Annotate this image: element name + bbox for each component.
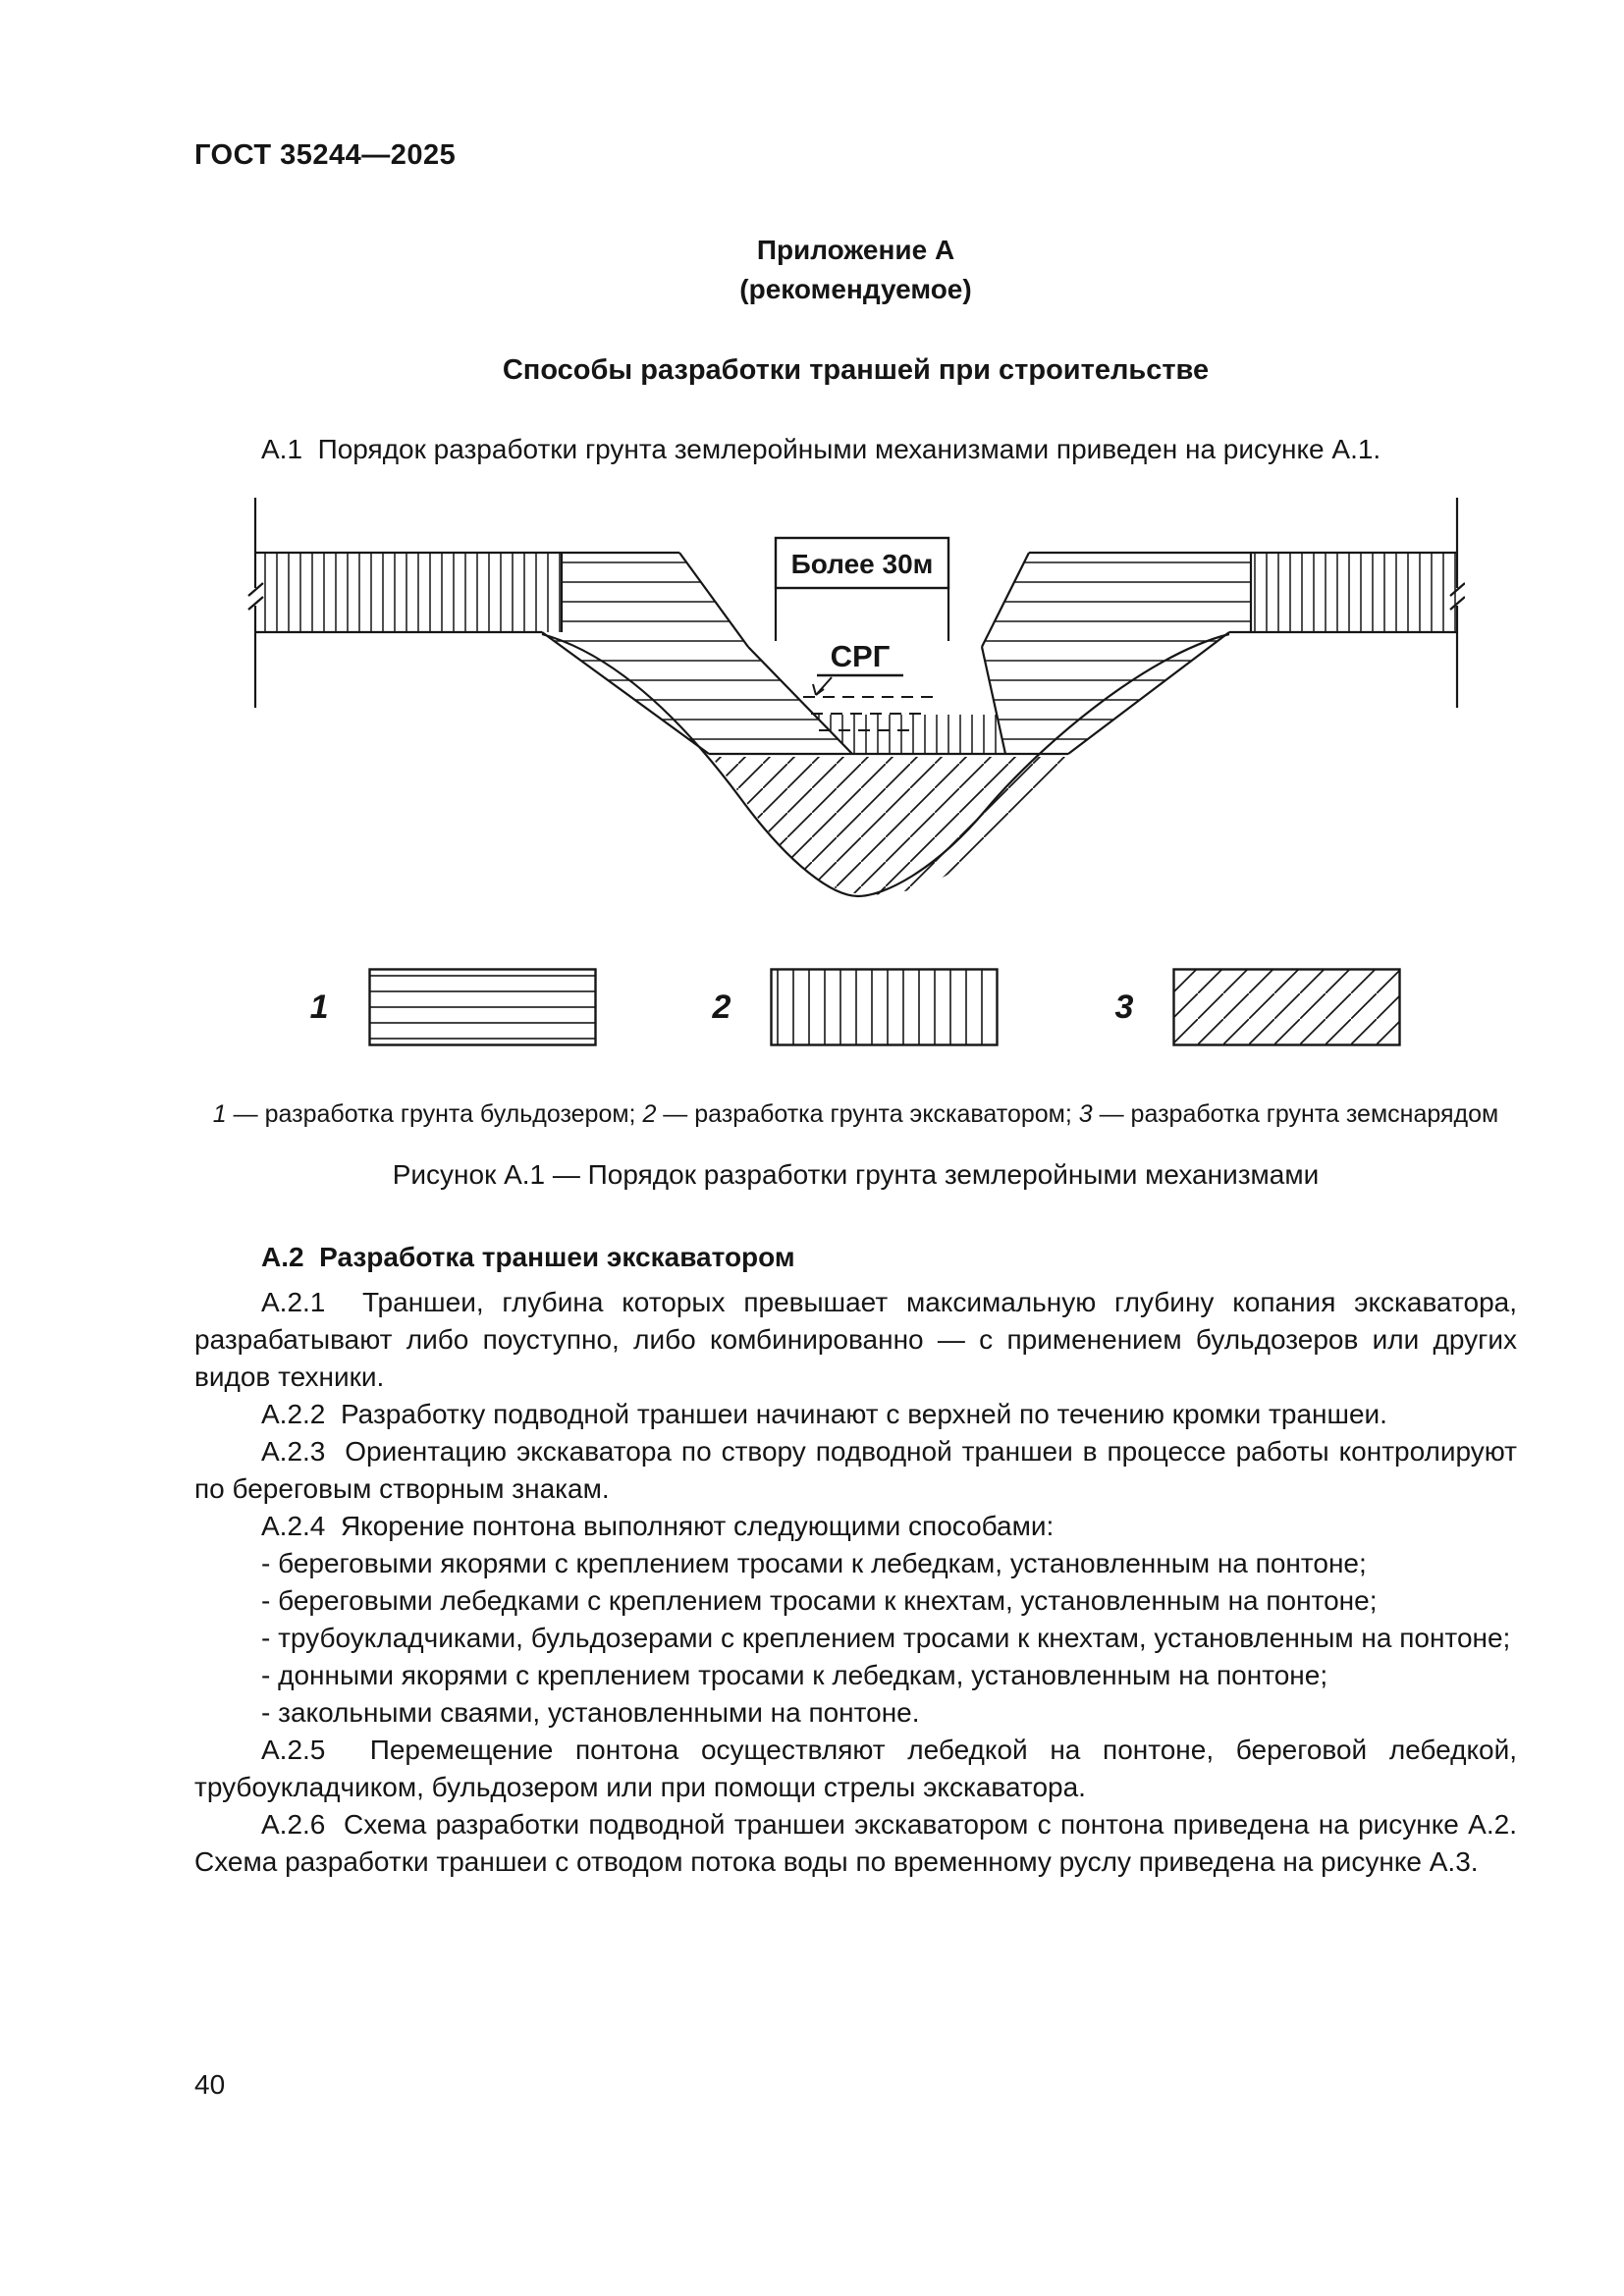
dimension-box: Более 30м bbox=[774, 536, 949, 590]
paragraph-a1: А.1 Порядок разработки грунта землеройны… bbox=[261, 434, 1381, 464]
list-item: - береговыми лебедками с креплением трос… bbox=[261, 1585, 1378, 1616]
paragraph-a2-2: А.2.2 Разработку подводной траншеи начин… bbox=[261, 1399, 1387, 1429]
excavator-zone-right bbox=[1250, 553, 1457, 632]
legend-item-dredger: 3 bbox=[1114, 968, 1402, 1046]
paragraph-a2-3: А.2.3 Ориентацию экскаватора по створу п… bbox=[194, 1436, 1517, 1504]
profile-lines bbox=[246, 498, 1465, 898]
bulldozer-zone-right bbox=[981, 553, 1251, 754]
dredger-zone bbox=[711, 757, 1065, 895]
list-item: - закольными сваями, установленными на п… bbox=[261, 1697, 920, 1728]
bulldozer-hatch-swatch bbox=[367, 968, 597, 1046]
excavator-zone-center bbox=[813, 715, 1005, 754]
srg-label: СРГ bbox=[830, 639, 890, 673]
srg-arrow bbox=[811, 676, 833, 696]
legend-caption-text-3: — разработка грунта земснарядом bbox=[1092, 1100, 1499, 1128]
legend-caption-text-2: — разработка грунта экскаватором; bbox=[656, 1100, 1079, 1128]
legend-caption-text-1: — разработка грунта бульдозером; bbox=[226, 1100, 643, 1128]
section-a2: А.2.1 Траншеи, глубина которых превышает… bbox=[194, 1284, 1517, 1881]
page-header: ГОСТ 35244—2025 bbox=[194, 139, 457, 171]
legend-number-2: 2 bbox=[712, 988, 731, 1026]
legend-item-bulldozer: 1 bbox=[310, 968, 597, 1046]
paragraph-a2-1: А.2.1 Траншеи, глубина которых превышает… bbox=[194, 1287, 1517, 1392]
legend-caption-num-3: 3 bbox=[1078, 1100, 1093, 1128]
legend-item-excavator: 2 bbox=[713, 968, 1000, 1046]
water-level-dashes bbox=[802, 696, 935, 731]
trench-bottom-curve bbox=[541, 632, 1229, 898]
legend-caption-num-1: 1 bbox=[212, 1100, 227, 1128]
excavator-zone-left bbox=[254, 553, 562, 632]
page-number: 40 bbox=[194, 2069, 226, 2100]
list-item: - трубоукладчиками, бульдозерами с крепл… bbox=[261, 1623, 1511, 1653]
excavator-hatch-swatch bbox=[770, 968, 1000, 1046]
figure-caption: Рисунок А.1 — Порядок разработки грунта … bbox=[392, 1159, 1320, 1190]
list-item: - донными якорями с креплением тросами к… bbox=[261, 1660, 1328, 1690]
appendix-title: Способы разработки траншей при строитель… bbox=[502, 354, 1210, 386]
paragraph-a2-5: А.2.5 Перемещение понтона осуществляют л… bbox=[194, 1735, 1517, 1802]
legend-number-3: 3 bbox=[1114, 988, 1134, 1026]
figure-a1-drawing: Более 30м СРГ bbox=[246, 498, 1465, 898]
paragraph-a2-4: А.2.4 Якорение понтона выполняют следующ… bbox=[261, 1511, 1055, 1541]
appendix-label: Приложение А bbox=[756, 235, 955, 265]
legend-caption-num-2: 2 bbox=[642, 1100, 657, 1128]
figure-a1: Более 30м СРГ 1 bbox=[194, 494, 1517, 1194]
water-level-label: СРГ bbox=[811, 639, 903, 696]
legend-number-1: 1 bbox=[309, 988, 329, 1026]
dimension-label: Более 30м bbox=[790, 549, 933, 579]
list-item: - береговыми якорями с креплением тросам… bbox=[261, 1548, 1367, 1578]
figure-legend: 1 2 bbox=[194, 968, 1517, 1046]
bulldozer-zone-left bbox=[541, 553, 852, 754]
paragraph-a2-6: А.2.6 Схема разработки подводной траншеи… bbox=[194, 1809, 1517, 1877]
figure-legend-caption: 1 — разработка грунта бульдозером; 2 — р… bbox=[194, 1097, 1517, 1131]
section-a2-heading: А.2 Разработка траншеи экскаватором bbox=[261, 1242, 795, 1272]
dredger-hatch-swatch bbox=[1172, 968, 1402, 1046]
appendix-type: (рекомендуемое) bbox=[739, 274, 972, 304]
